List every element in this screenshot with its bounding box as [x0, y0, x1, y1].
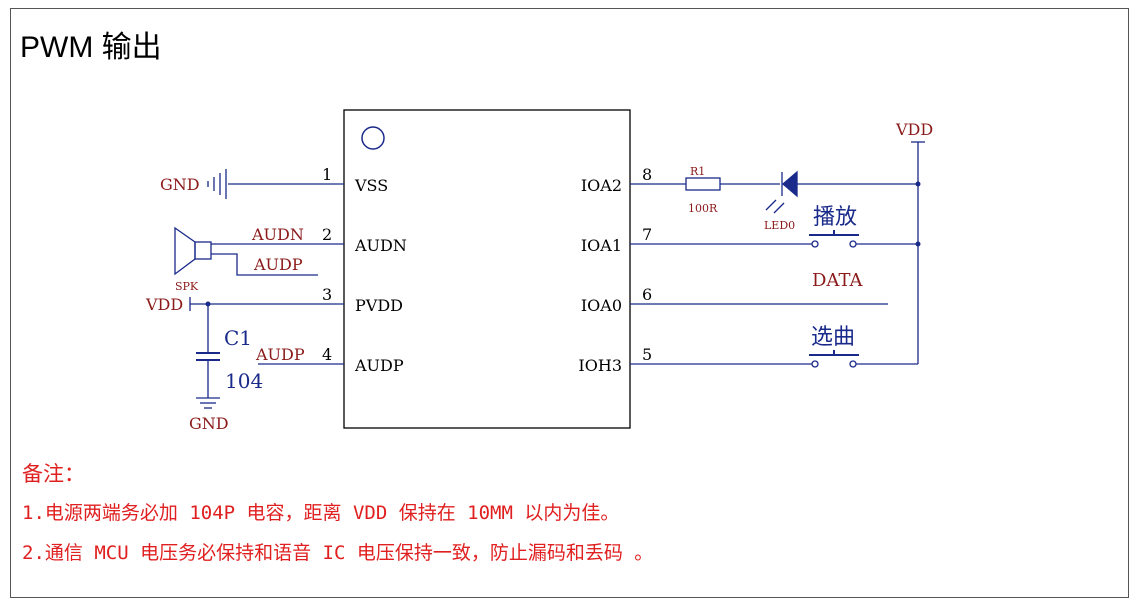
note-line-2: 2.通信 MCU 电压务必保持和语音 IC 电压保持一致，防止漏码和丢码 。: [22, 542, 654, 564]
capacitor-icon: [196, 352, 220, 361]
pin6-number: 6: [642, 285, 652, 304]
audn-label: AUDN: [251, 225, 304, 244]
pin7-number: 7: [642, 225, 652, 244]
play-switch-icon: [809, 230, 859, 248]
pin1-name: VSS: [354, 176, 388, 195]
vdd-left-label: VDD: [145, 295, 183, 314]
gnd-bottom-label: GND: [189, 414, 229, 433]
pin6-name: IOA0: [581, 296, 622, 315]
notes-heading: 备注：: [22, 462, 85, 486]
data-label: DATA: [812, 270, 863, 291]
pin7-name: IOA1: [581, 236, 622, 255]
select-button-label: 选曲: [811, 325, 855, 350]
pin4-name: AUDP: [354, 356, 404, 375]
pin2-number: 2: [322, 225, 332, 244]
chip-body: [343, 109, 631, 429]
resistor-icon: [685, 177, 721, 191]
pin8-name: IOA2: [581, 176, 622, 195]
led-label: LED0: [764, 219, 795, 232]
pin1-number: 1: [322, 165, 332, 184]
select-switch-icon: [809, 350, 859, 368]
ground-icon: [207, 169, 227, 199]
spk-label: SPK: [175, 280, 199, 293]
led-icon: [765, 170, 798, 214]
c1-label: C1: [224, 326, 252, 350]
pin5-number: 5: [642, 345, 652, 364]
audp-pin4-label: AUDP: [255, 345, 305, 364]
pin3-name: PVDD: [355, 296, 403, 315]
diagram-frame: [10, 8, 1129, 598]
pin3-number: 3: [322, 285, 332, 304]
wire-audp-spk: [211, 253, 318, 276]
play-button-label: 播放: [813, 205, 857, 230]
r1-label: R1: [690, 165, 705, 178]
r1-value: 100R: [688, 202, 718, 215]
ground-bottom-icon: [196, 397, 220, 409]
note-line-1: 1.电源两端务必加 104P 电容，距离 VDD 保持在 10MM 以内为佳。: [22, 502, 620, 524]
speaker-icon: [174, 226, 212, 276]
vdd-right-label: VDD: [895, 120, 933, 139]
junction-led: [915, 181, 921, 187]
pin4-number: 4: [322, 345, 332, 364]
audp-spk-label: AUDP: [253, 255, 303, 274]
c1-value: 104: [225, 369, 263, 393]
pin8-number: 8: [642, 165, 652, 184]
pin1-marker-icon: [361, 126, 385, 150]
pin2-name: AUDN: [354, 236, 407, 255]
page-title: PWM 输出: [20, 31, 162, 64]
pin5-name: IOH3: [578, 356, 622, 375]
gnd-left-label: GND: [160, 175, 200, 194]
